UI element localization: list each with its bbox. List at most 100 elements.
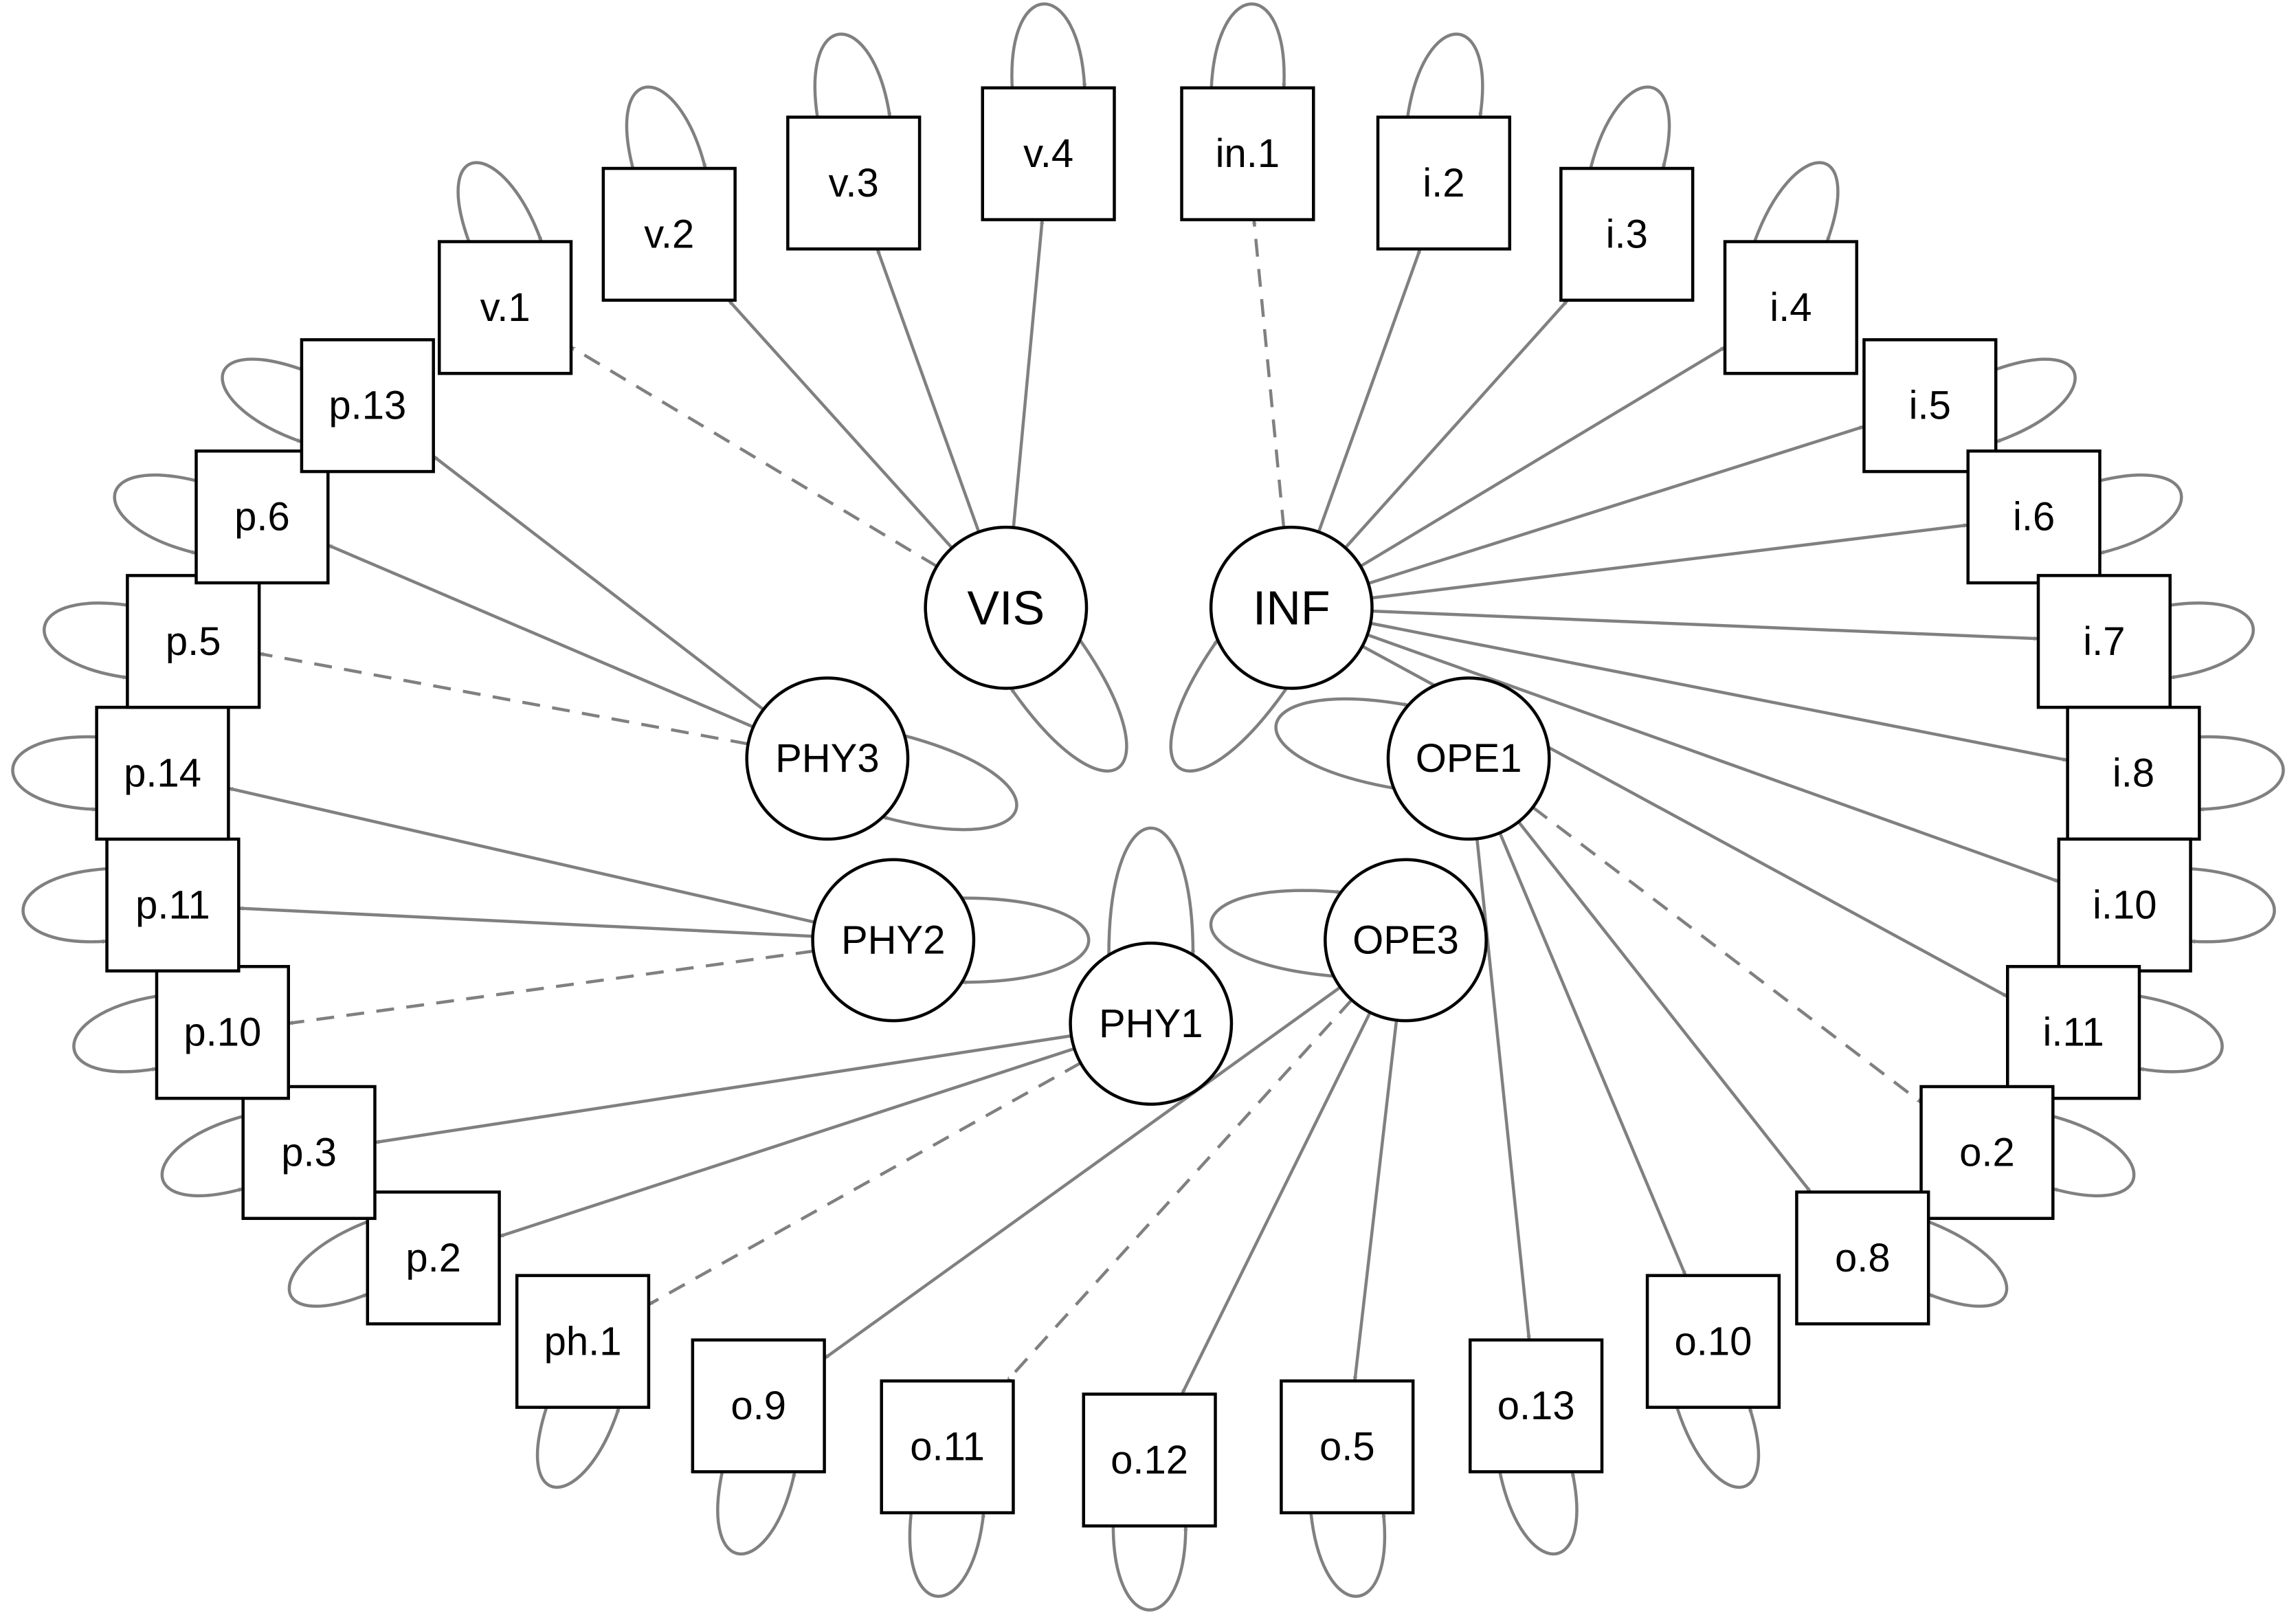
variance-loop-v.1 — [456, 161, 543, 247]
indicator-p.5: p.5 — [126, 574, 261, 709]
loading-INF-i.4 — [1359, 346, 1726, 568]
variance-loop-o.12 — [1111, 1521, 1188, 1612]
indicator-label: p.11 — [135, 882, 210, 927]
latent-INF: INF — [1209, 525, 1374, 690]
variance-loop-i.6 — [2095, 473, 2183, 555]
indicator-label: v.2 — [644, 212, 694, 256]
indicator-label: i.7 — [2083, 619, 2125, 664]
variance-loop-p.6 — [113, 473, 201, 555]
variance-loop-o.10 — [1673, 1402, 1761, 1489]
variance-loops — [11, 2, 2285, 1612]
latent-circle — [924, 525, 1089, 690]
latent-label: VIS — [967, 581, 1045, 634]
indicator-label: i.4 — [1770, 285, 1812, 330]
indicator-o.5: o.5 — [1280, 1379, 1415, 1515]
loading-INF-i.3 — [1344, 299, 1569, 549]
indicator-o.13: o.13 — [1469, 1338, 1604, 1474]
indicator-label: in.1 — [1216, 131, 1280, 176]
indicator-box — [2057, 837, 2192, 973]
variance-loop-p.13 — [221, 357, 307, 444]
indicator-box — [1469, 1338, 1604, 1474]
variance-loop-INF — [1169, 638, 1291, 773]
indicator-box — [1280, 1379, 1415, 1515]
loading-INF-i.10 — [1366, 633, 2060, 883]
loading-PHY3-p.5 — [258, 652, 749, 746]
variance-loop-in.1 — [1208, 2, 1286, 93]
indicator-v.3: v.3 — [786, 115, 922, 251]
latent-circle — [1069, 941, 1234, 1106]
indicator-p.6: p.6 — [194, 449, 330, 585]
latent-OPE1: OPE1 — [1386, 676, 1551, 841]
variance-loop-v.3 — [813, 32, 892, 122]
latent-label: PHY1 — [1099, 1001, 1203, 1046]
indicator-label: o.8 — [1835, 1236, 1891, 1280]
indicator-i.4: i.4 — [1723, 240, 1859, 375]
indicator-box — [366, 1190, 501, 1326]
variance-loop-o.13 — [1496, 1467, 1579, 1555]
indicator-label: p.2 — [405, 1236, 461, 1280]
latent-PHY2: PHY2 — [811, 858, 976, 1023]
latent-circle — [745, 676, 910, 841]
latent-label: PHY3 — [775, 736, 880, 781]
loading-OPE1-o.8 — [1517, 821, 1812, 1193]
indicator-p.3: p.3 — [241, 1085, 377, 1221]
indicator-box — [1919, 1085, 2055, 1221]
indicator-label: p.13 — [328, 384, 406, 428]
variance-loop-i.7 — [2165, 601, 2255, 680]
indicator-box — [691, 1338, 826, 1474]
indicator-label: i.6 — [2013, 495, 2055, 540]
variance-loop-p.2 — [287, 1217, 373, 1308]
loading-INF-i.7 — [1372, 609, 2039, 641]
latent-PHY1: PHY1 — [1069, 941, 1234, 1106]
indicator-label: o.10 — [1675, 1319, 1752, 1364]
indicator-box — [155, 965, 291, 1100]
latent-circle — [1209, 525, 1374, 690]
indicator-i.10: i.10 — [2057, 837, 2192, 973]
indicator-p.14: p.14 — [95, 705, 230, 841]
indicator-box — [880, 1379, 1015, 1515]
variance-loop-i.5 — [1990, 357, 2077, 444]
loading-OPE3-o.11 — [1005, 999, 1353, 1382]
indicator-i.8: i.8 — [2066, 705, 2201, 841]
loading-VIS-v.4 — [1012, 219, 1045, 528]
variance-loop-p.14 — [11, 735, 102, 812]
variance-loop-i.10 — [2185, 866, 2276, 944]
indicator-box — [1723, 240, 1859, 375]
variance-loop-o.11 — [908, 1508, 986, 1598]
indicator-box — [194, 449, 330, 585]
indicator-label: i.5 — [1909, 384, 1951, 428]
indicator-box — [105, 837, 241, 973]
indicator-label: o.9 — [731, 1384, 786, 1428]
indicator-label: p.3 — [281, 1130, 337, 1175]
loading-OPE3-o.9 — [823, 986, 1341, 1360]
indicator-box — [95, 705, 230, 841]
variance-loop-OPE1 — [1274, 697, 1409, 792]
variance-loop-i.4 — [1750, 161, 1840, 247]
variance-loop-o.8 — [1923, 1217, 2009, 1308]
indicator-label: i.3 — [1606, 212, 1648, 256]
latent-PHY3: PHY3 — [745, 676, 910, 841]
loading-PHY1-p.2 — [498, 1047, 1075, 1238]
loading-INF-i.8 — [1370, 621, 2069, 762]
indicator-o.2: o.2 — [1919, 1085, 2055, 1221]
indicator-label: v.1 — [480, 285, 531, 330]
loading-VIS-v.3 — [876, 248, 981, 533]
loading-OPE1-o.13 — [1475, 838, 1531, 1340]
variance-loop-VIS — [1010, 634, 1128, 773]
latent-circle — [1324, 858, 1488, 1023]
indicator-box — [1795, 1190, 1930, 1326]
loading-INF-i.5 — [1368, 425, 1865, 586]
loading-OPE3-o.5 — [1352, 1020, 1398, 1381]
latent-VIS: VIS — [924, 525, 1089, 690]
indicator-o.11: o.11 — [880, 1379, 1015, 1515]
indicator-box — [601, 166, 737, 302]
indicator-box — [126, 574, 261, 709]
indicator-o.8: o.8 — [1795, 1190, 1930, 1326]
loading-OPE3-o.12 — [1180, 1012, 1372, 1395]
variance-loop-PHY3 — [882, 732, 1018, 832]
loading-PHY2-p.10 — [288, 949, 814, 1025]
indicator-o.9: o.9 — [691, 1338, 826, 1474]
variance-loop-i.11 — [2134, 992, 2224, 1074]
